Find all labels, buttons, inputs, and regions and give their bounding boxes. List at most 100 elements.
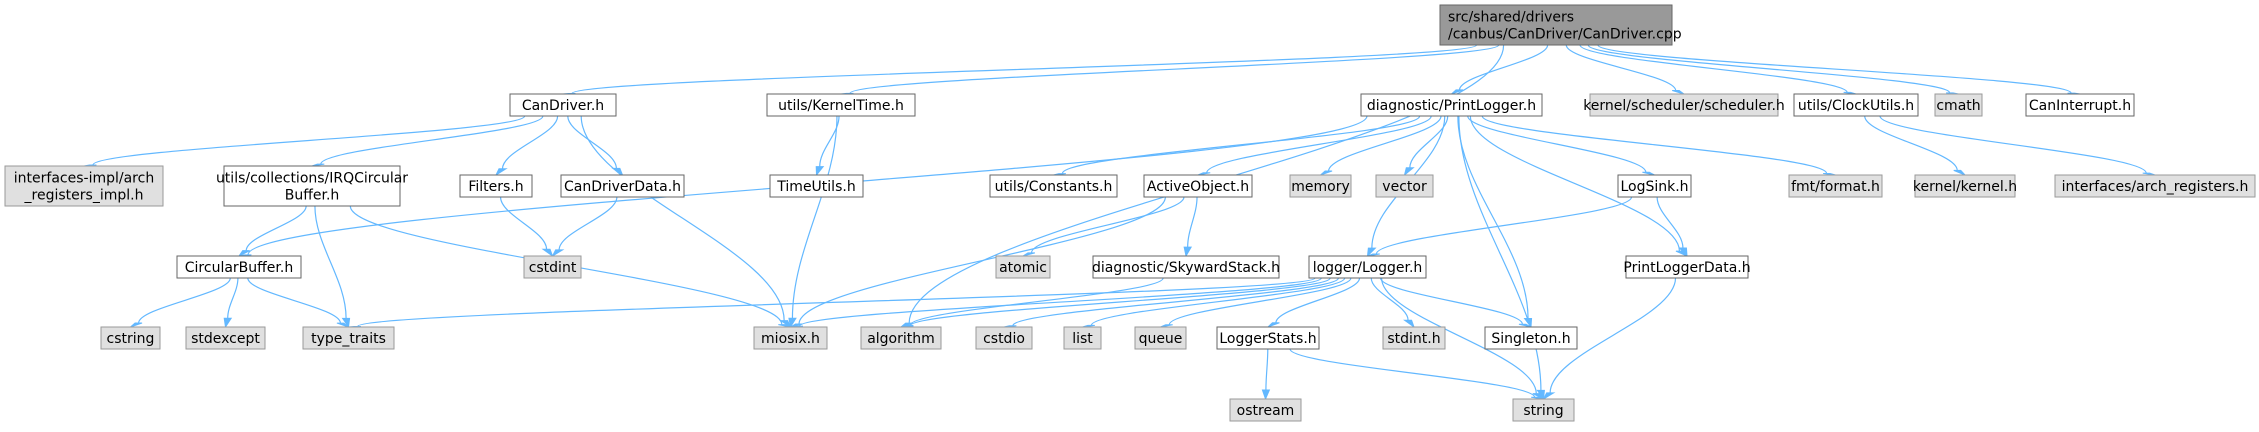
edge-line — [1879, 115, 2147, 174]
edge-logger-to-algorithm — [900, 277, 1331, 328]
node-box — [995, 255, 1051, 279]
node-box — [1375, 174, 1434, 198]
node-logsink[interactable]: LogSink.h — [1617, 174, 1692, 198]
edge-arrowhead — [1953, 169, 1966, 176]
edge-printlogger-to-vector — [1403, 115, 1449, 177]
node-cstdint: cstdint — [523, 255, 582, 279]
node-label: vector — [1382, 179, 1427, 195]
edge-line — [356, 277, 1316, 328]
node-constants[interactable]: utils/Constants.h — [989, 174, 1118, 198]
node-type-traits: type_traits — [302, 326, 395, 350]
node-label: diagnostic/PrintLogger.h — [1367, 98, 1536, 114]
node-label: cmath — [1936, 98, 1980, 114]
node-candriverdata[interactable]: CanDriverData.h — [560, 174, 685, 198]
node-box — [509, 93, 617, 117]
edge-line — [1168, 277, 1352, 326]
edge-printloggerdata-to-string — [1542, 277, 1677, 401]
node-skyward[interactable]: diagnostic/SkywardStack.h — [1092, 255, 1280, 279]
edge-line — [1206, 115, 1432, 174]
node-clockutils[interactable]: utils/ClockUtils.h — [1793, 93, 1919, 117]
node-label: LogSink.h — [1620, 179, 1688, 195]
edge-arrowhead — [336, 322, 349, 328]
edge-line — [1409, 115, 1449, 168]
edge-line — [1380, 277, 1537, 394]
node-label: miosix.h — [761, 331, 820, 347]
edge-loggerstats-to-string — [1289, 348, 1544, 400]
node-box — [766, 93, 916, 117]
node-singleton[interactable]: Singleton.h — [1484, 326, 1578, 350]
node-loggerstats[interactable]: LoggerStats.h — [1216, 326, 1320, 350]
node-ostream: ostream — [1229, 398, 1302, 422]
node-box — [2054, 174, 2256, 198]
node-label: memory — [1291, 179, 1350, 195]
node-logger[interactable]: logger/Logger.h — [1308, 255, 1427, 279]
edge-root-to-scheduler — [1565, 44, 1685, 95]
edge-arrowhead — [1542, 392, 1556, 401]
edge-logger-to-singleton — [1379, 277, 1532, 328]
edge-arrowhead — [1197, 172, 1211, 176]
edge-arrowhead — [778, 324, 791, 328]
edge-printlogger-to-logsink — [1467, 115, 1655, 176]
edge-printlogger-to-activeobject — [1197, 115, 1432, 176]
node-kerneltime[interactable]: utils/KernelTime.h — [766, 93, 916, 117]
edge-line — [798, 277, 1322, 327]
edge-loggerstats-to-ostream — [1261, 348, 1271, 401]
node-label: ActiveObject.h — [1147, 179, 1249, 195]
node-caninterrupt[interactable]: CanInterrupt.h — [2025, 93, 2135, 117]
edge-line — [580, 115, 785, 321]
node-printloggerdata[interactable]: PrintLoggerData.h — [1623, 255, 1751, 279]
edge-line — [320, 115, 544, 165]
node-candriver-h[interactable]: CanDriver.h — [509, 93, 617, 117]
node-box — [1360, 93, 1543, 117]
edge-line — [849, 44, 1500, 94]
node-label: CircularBuffer.h — [185, 260, 293, 276]
node-label: Filters.h — [468, 179, 523, 195]
node-box — [975, 326, 1033, 350]
node-label: algorithm — [867, 331, 935, 347]
node-label: list — [1072, 331, 1093, 347]
node-label: CanDriver.h — [522, 98, 604, 114]
edge-line — [247, 277, 342, 324]
node-kernel-h: kernel/kernel.h — [1913, 174, 2017, 198]
node-box — [100, 326, 161, 350]
edge-printlogger-to-singleton — [1457, 115, 1533, 329]
node-label: string — [1523, 403, 1563, 419]
node-cstring: cstring — [100, 326, 161, 350]
node-box — [302, 326, 395, 350]
edge-line — [1597, 44, 2072, 94]
node-label: PrintLoggerData.h — [1623, 260, 1750, 276]
node-label: utils/KernelTime.h — [778, 98, 904, 114]
node-filters[interactable]: Filters.h — [459, 174, 533, 198]
node-box — [769, 174, 864, 198]
edge-kerneltime-to-miosix — [788, 115, 838, 329]
edge-root-to-kerneltime — [840, 44, 1500, 95]
node-activeobject[interactable]: ActiveObject.h — [1143, 174, 1253, 198]
node-box — [1512, 398, 1575, 422]
node-circularbuffer[interactable]: CircularBuffer.h — [176, 255, 302, 279]
node-box — [1484, 326, 1578, 350]
node-box — [176, 255, 302, 279]
node-box — [1793, 93, 1919, 117]
edge-root-to-cmath — [1587, 44, 1959, 95]
edge-kerneltime-to-timeutils — [815, 115, 840, 177]
node-box — [1143, 174, 1253, 198]
edge-line — [1012, 277, 1340, 327]
graph-nodes: src/shared/drivers/canbus/CanDriver/CanD… — [4, 4, 2256, 422]
edge-line — [1061, 115, 1421, 175]
node-fmtformat: fmt/format.h — [1788, 174, 1883, 198]
node-cstdio: cstdio — [975, 326, 1033, 350]
edge-arrowhead — [1053, 173, 1066, 176]
node-box — [523, 255, 582, 279]
node-root[interactable]: src/shared/drivers/canbus/CanDriver/CanD… — [1439, 4, 1682, 46]
edge-root-to-caninterrupt — [1597, 44, 2081, 95]
node-timeutils[interactable]: TimeUtils.h — [769, 174, 864, 198]
edge-irqbuffer-to-type-traits — [314, 205, 351, 329]
edge-line — [791, 115, 838, 319]
node-label: CanInterrupt.h — [2029, 98, 2131, 114]
node-printlogger[interactable]: diagnostic/PrintLogger.h — [1360, 93, 1543, 117]
node-cmath: cmath — [1934, 93, 1983, 117]
node-label: cstdio — [983, 331, 1025, 347]
edge-line — [1370, 277, 1409, 321]
